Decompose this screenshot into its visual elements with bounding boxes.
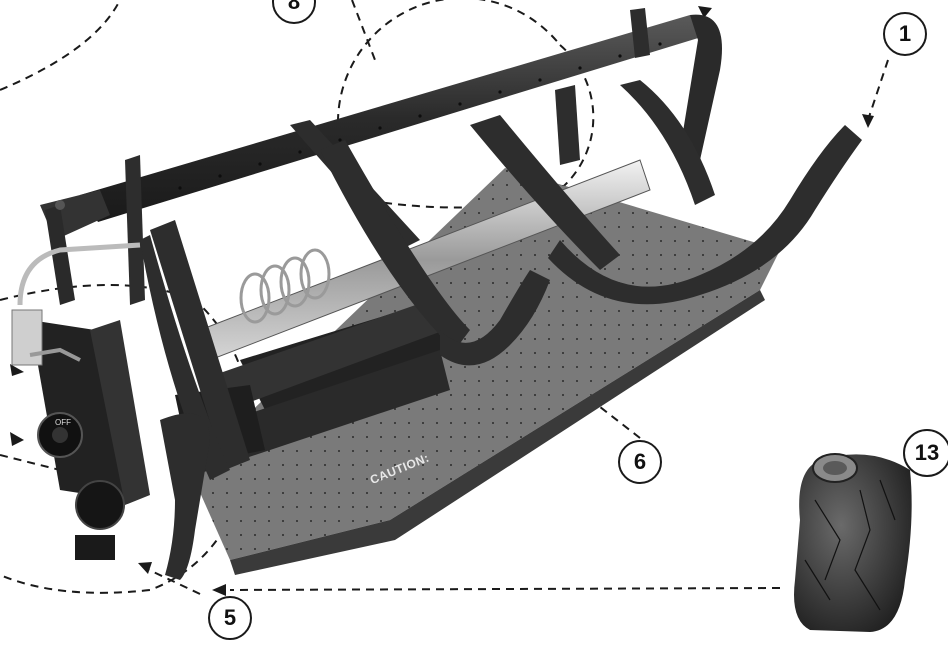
burner-pan — [190, 168, 780, 575]
gas-valve: OFF — [11, 242, 150, 560]
callout-13: 13 — [903, 429, 948, 477]
callout-5: 5 — [208, 596, 252, 640]
log-piece — [794, 453, 912, 632]
grate — [125, 8, 862, 580]
left-bracket — [40, 190, 110, 305]
callout-6: 6 — [618, 440, 662, 484]
callout-1: 1 — [883, 12, 927, 56]
svg-text:OFF: OFF — [55, 418, 71, 427]
burner-tube — [80, 14, 722, 222]
